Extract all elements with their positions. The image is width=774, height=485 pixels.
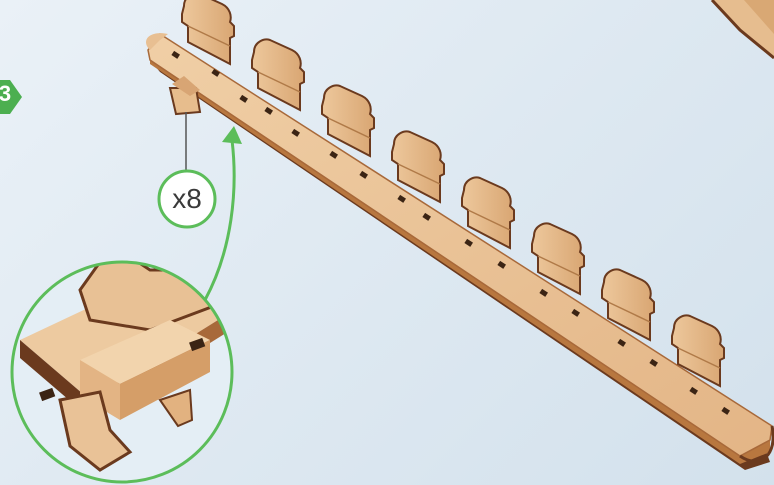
arrow-head-icon (222, 126, 242, 144)
detail-zoom (0, 250, 260, 485)
step-number: 3 (0, 80, 14, 108)
quantity-label: x8 (158, 174, 216, 224)
wooden-rail (146, 0, 773, 470)
adjacent-part-fragment (712, 0, 774, 58)
